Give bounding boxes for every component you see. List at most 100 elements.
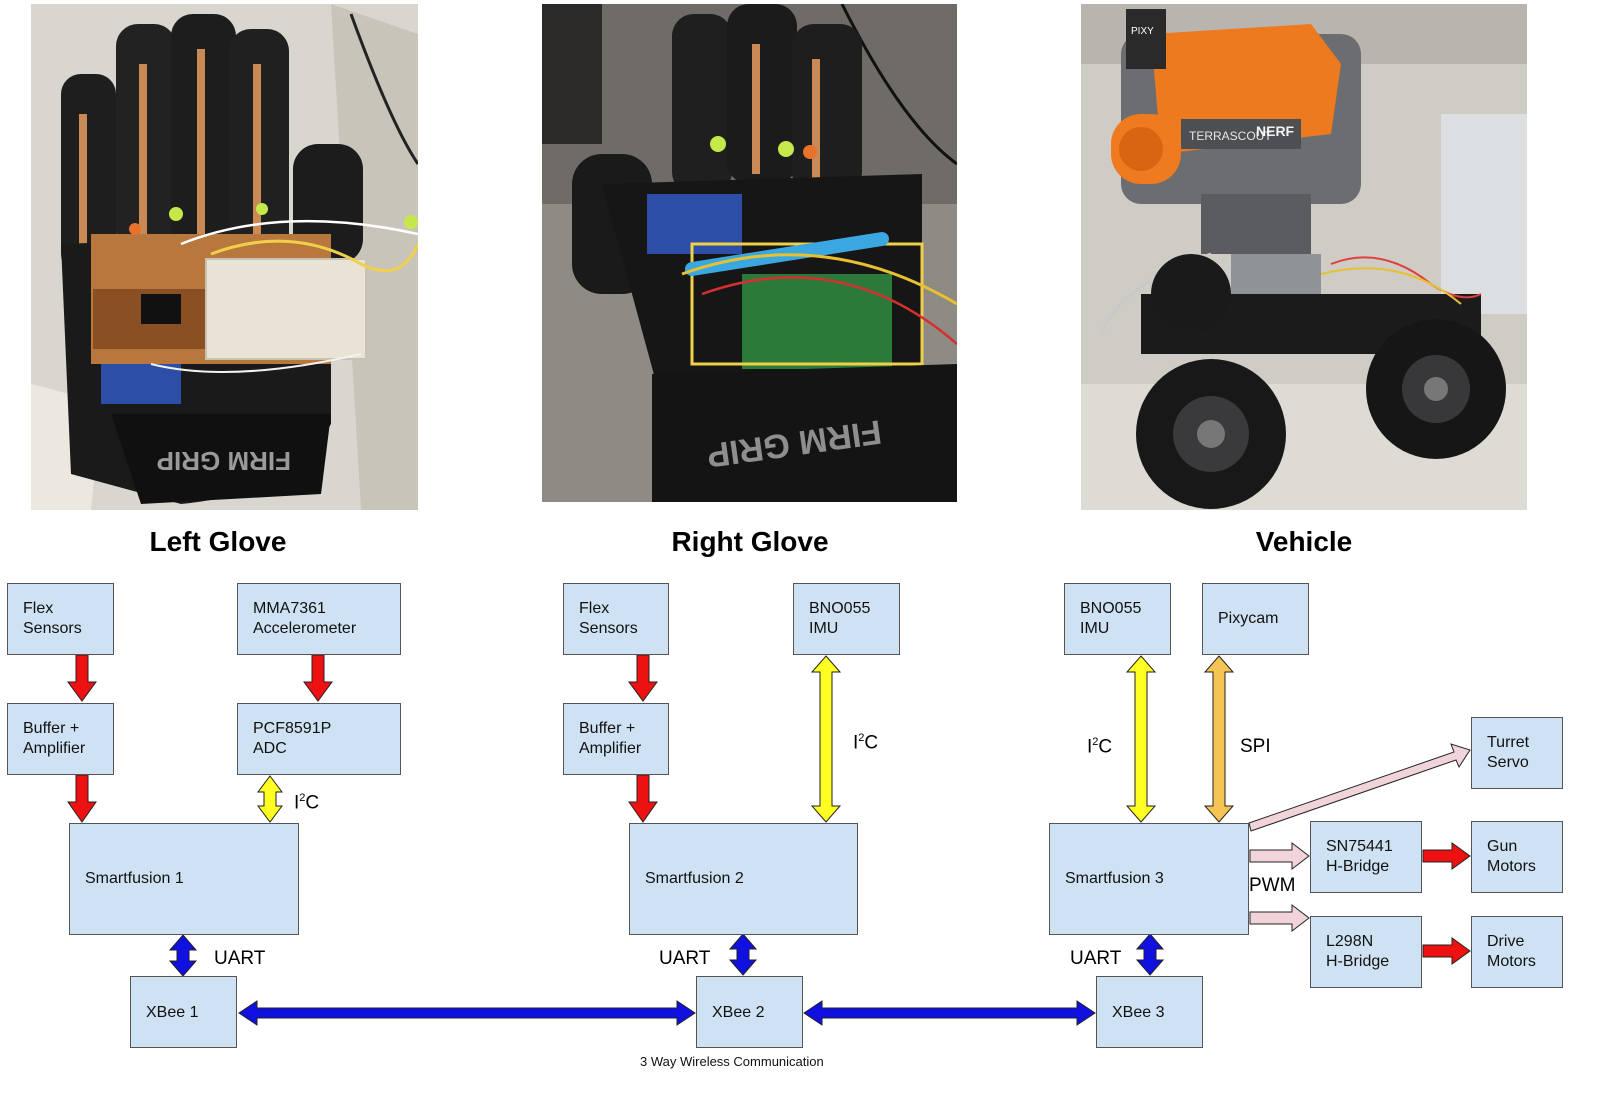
label-superscript: 2 bbox=[1092, 736, 1099, 748]
arrow-v-uart bbox=[1135, 933, 1165, 976]
box-line: Sensors bbox=[579, 620, 638, 637]
box-line: IMU bbox=[809, 620, 839, 637]
box-lg-buffer-amplifier: Buffer + Amplifier bbox=[7, 703, 114, 775]
label-superscript: 2 bbox=[299, 792, 306, 804]
label-rg-uart: UART bbox=[659, 948, 711, 969]
box-line: Buffer + bbox=[23, 720, 80, 737]
box-line: ADC bbox=[253, 740, 287, 757]
box-rg-buffer-amplifier: Buffer + Amplifier bbox=[563, 703, 669, 775]
box-line: Accelerometer bbox=[253, 620, 357, 637]
box-line: SN75441 bbox=[1326, 838, 1393, 855]
arrow-v-spi bbox=[1203, 655, 1235, 823]
label-v-i2c: I2C bbox=[1087, 736, 1112, 758]
arrow-xbee2-xbee3 bbox=[803, 1000, 1096, 1026]
box-line: Pixycam bbox=[1218, 610, 1279, 627]
box-xbee-3: XBee 3 bbox=[1096, 976, 1203, 1048]
arrow-v-pwm-servo bbox=[1248, 743, 1471, 832]
box-lg-adc: PCF8591P ADC bbox=[237, 703, 401, 775]
arrow-xbee1-xbee2 bbox=[238, 1000, 696, 1026]
right-glove-title: Right Glove bbox=[671, 526, 829, 557]
arrow-lg-flex-to-buffer bbox=[67, 654, 97, 702]
box-line: PCF8591P bbox=[253, 720, 332, 737]
label-part: C bbox=[1098, 736, 1113, 758]
box-line: H-Bridge bbox=[1326, 953, 1390, 970]
box-line: L298N bbox=[1326, 933, 1374, 950]
box-line: XBee 2 bbox=[712, 1004, 765, 1021]
box-v-l298n: L298N H-Bridge bbox=[1310, 916, 1422, 988]
box-xbee-1: XBee 1 bbox=[130, 976, 237, 1048]
label-v-pwm: PWM bbox=[1249, 875, 1296, 896]
box-line: BNO055 bbox=[1080, 600, 1142, 617]
arrow-v-sn-to-gun bbox=[1422, 842, 1471, 870]
box-line: Amplifier bbox=[579, 740, 642, 757]
left-glove-photo: FIRM GRIP bbox=[31, 4, 418, 510]
camera-text: PIXY bbox=[1131, 26, 1154, 37]
arrow-rg-buffer-to-sf bbox=[628, 774, 658, 823]
wireless-caption: 3 Way Wireless Communication bbox=[640, 1054, 824, 1069]
box-line: Turret bbox=[1487, 734, 1530, 751]
box-line: Amplifier bbox=[23, 740, 86, 757]
arrow-v-i2c bbox=[1125, 655, 1157, 823]
box-smartfusion-1: Smartfusion 1 bbox=[69, 823, 299, 935]
box-line: Servo bbox=[1487, 754, 1529, 771]
box-line: MMA7361 bbox=[253, 600, 326, 617]
label-part: I bbox=[294, 792, 300, 814]
box-smartfusion-3: Smartfusion 3 bbox=[1049, 823, 1249, 935]
label-lg-uart: UART bbox=[214, 948, 266, 969]
box-line: Motors bbox=[1487, 858, 1536, 875]
box-line: Buffer + bbox=[579, 720, 636, 737]
left-glove-cuff-text: FIRM GRIP bbox=[157, 446, 291, 476]
box-line: Sensors bbox=[23, 620, 82, 637]
box-line: Smartfusion 3 bbox=[1065, 870, 1164, 887]
box-line: Motors bbox=[1487, 953, 1536, 970]
vehicle-photo: TERRASCOUT NERF PIXY bbox=[1081, 4, 1527, 510]
label-part: I bbox=[853, 732, 859, 754]
arrow-lg-buffer-to-sf bbox=[67, 774, 97, 823]
blaster-brand-text: NERF bbox=[1256, 123, 1295, 139]
box-line: Flex bbox=[579, 600, 610, 617]
box-line: Gun bbox=[1487, 838, 1518, 855]
box-line: XBee 1 bbox=[146, 1004, 199, 1021]
label-v-spi: SPI bbox=[1240, 736, 1271, 757]
label-v-uart: UART bbox=[1070, 948, 1122, 969]
label-part: I bbox=[1087, 736, 1093, 758]
box-line: Smartfusion 2 bbox=[645, 870, 744, 887]
box-line: H-Bridge bbox=[1326, 858, 1390, 875]
box-line: XBee 3 bbox=[1112, 1004, 1165, 1021]
arrow-lg-uart bbox=[168, 934, 198, 977]
label-lg-i2c: I2C bbox=[294, 792, 319, 814]
arrow-v-l298-to-drive bbox=[1422, 937, 1471, 965]
box-v-pixycam: Pixycam bbox=[1202, 583, 1309, 655]
arrow-rg-i2c bbox=[810, 655, 842, 823]
box-line: Smartfusion 1 bbox=[85, 870, 184, 887]
box-line: Drive bbox=[1487, 933, 1525, 950]
arrow-rg-flex-to-buffer bbox=[628, 654, 658, 702]
label-superscript: 2 bbox=[858, 732, 865, 744]
blaster-model-text: TERRASCOUT bbox=[1189, 129, 1272, 143]
label-part: C bbox=[864, 732, 879, 754]
label-rg-i2c: I2C bbox=[853, 732, 878, 754]
arrow-rg-uart bbox=[728, 933, 758, 976]
box-line: IMU bbox=[1080, 620, 1110, 637]
label-part: C bbox=[305, 792, 320, 814]
box-line: Flex bbox=[23, 600, 54, 617]
left-glove-title: Left Glove bbox=[149, 526, 287, 557]
vehicle-title: Vehicle bbox=[1255, 526, 1353, 557]
arrow-lg-i2c bbox=[257, 775, 283, 823]
box-xbee-2: XBee 2 bbox=[696, 976, 803, 1048]
arrow-lg-accel-to-adc bbox=[303, 654, 333, 702]
box-line: BNO055 bbox=[809, 600, 871, 617]
right-glove-photo: FIRM GRIP bbox=[542, 4, 957, 502]
arrow-v-pwm-sn bbox=[1249, 841, 1310, 871]
